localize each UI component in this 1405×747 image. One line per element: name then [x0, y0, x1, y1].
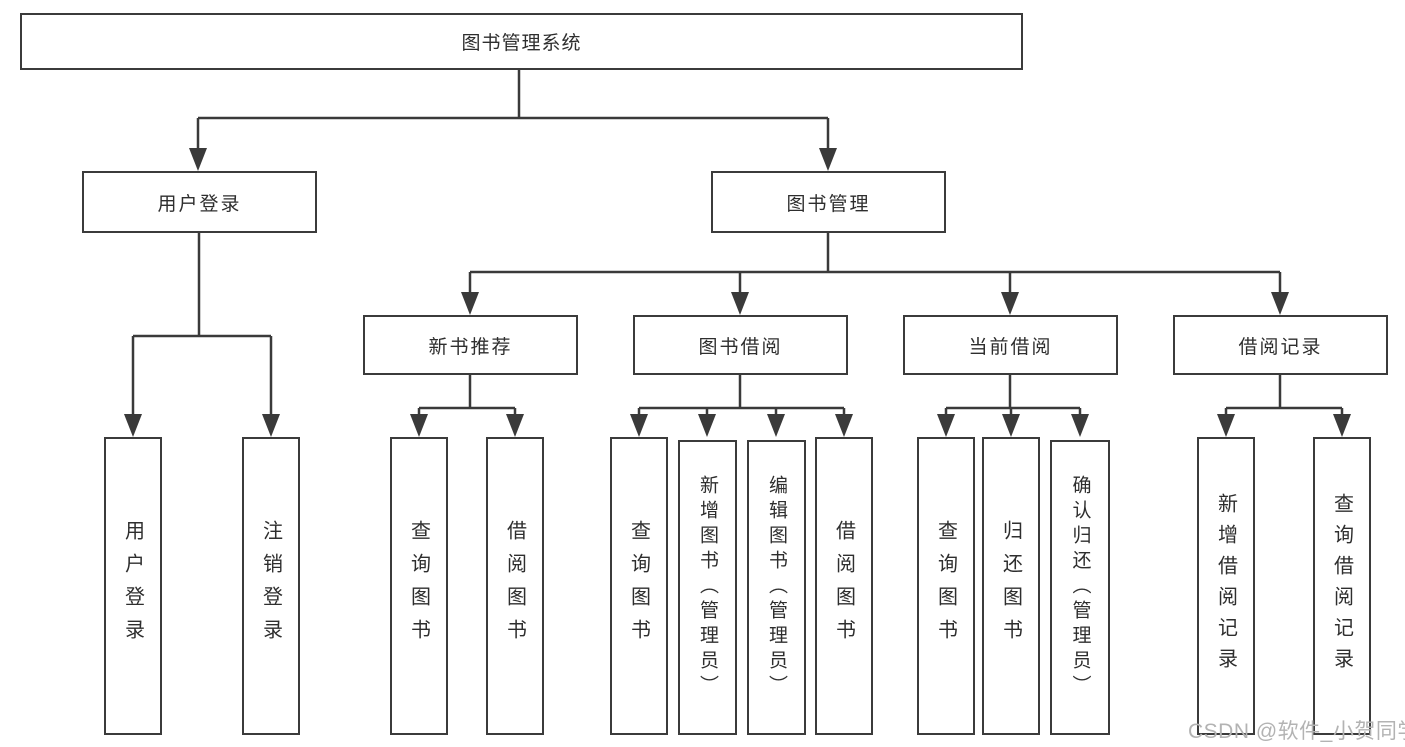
- edge-bookmgmt-to-level3: [468, 233, 1282, 296]
- node-current-borrow: 当前借阅: [903, 315, 1118, 375]
- leaf-label: 查询借阅记录: [1330, 493, 1353, 679]
- leaf-add-book-admin: 新增图书（管理员）: [678, 440, 737, 735]
- node-borrow-records: 借阅记录: [1173, 315, 1388, 375]
- edge-root-to-level2: [196, 69, 830, 152]
- leaf-query-book-borrow: 查询图书: [610, 437, 668, 735]
- node-book-borrow: 图书借阅: [633, 315, 848, 375]
- leaf-label: 编辑图书（管理员）: [766, 475, 787, 700]
- arrowhead: [731, 292, 749, 315]
- leaf-query-book-newbooks: 查询图书: [390, 437, 448, 735]
- leaf-label: 查询图书: [934, 520, 957, 652]
- leaf-confirm-return-admin: 确认归还（管理员）: [1050, 440, 1110, 735]
- leaf-label: 查询图书: [407, 520, 430, 652]
- leaf-label: 查询图书: [627, 520, 650, 652]
- arrowhead: [767, 414, 785, 437]
- leaf-edit-book-admin: 编辑图书（管理员）: [747, 440, 806, 735]
- arrowhead: [506, 414, 524, 437]
- arrowhead: [1071, 414, 1089, 437]
- leaf-add-borrow-record: 新增借阅记录: [1197, 437, 1255, 735]
- arrowhead: [1333, 414, 1351, 437]
- node-new-book-recommend: 新书推荐: [363, 315, 578, 375]
- arrowhead: [1217, 414, 1235, 437]
- leaf-borrow-book-newbooks: 借阅图书: [486, 437, 544, 735]
- arrowhead: [819, 148, 837, 171]
- edge-newbooks-to-leaves: [417, 375, 517, 418]
- leaf-borrow-book: 借阅图书: [815, 437, 873, 735]
- edge-bookborrow-to-leaves: [637, 375, 846, 418]
- edge-currentborrow-to-leaves: [944, 375, 1082, 418]
- leaf-label: 新增图书（管理员）: [697, 475, 718, 700]
- arrowhead: [630, 414, 648, 437]
- leaf-label: 新增借阅记录: [1214, 493, 1237, 679]
- node-root: 图书管理系统: [20, 13, 1023, 70]
- arrowhead: [1271, 292, 1289, 315]
- leaf-label: 注销登录: [259, 520, 282, 652]
- leaf-logout: 注销登录: [242, 437, 300, 735]
- arrowhead: [1001, 292, 1019, 315]
- leaf-label: 归还图书: [999, 520, 1022, 652]
- arrowhead: [937, 414, 955, 437]
- arrowhead: [124, 414, 142, 437]
- leaf-label: 借阅图书: [503, 520, 526, 652]
- arrowhead: [835, 414, 853, 437]
- leaf-return-book: 归还图书: [982, 437, 1040, 735]
- arrowhead: [189, 148, 207, 171]
- leaf-label: 确认归还（管理员）: [1069, 475, 1091, 700]
- leaf-user-login: 用户登录: [104, 437, 162, 735]
- arrowhead: [698, 414, 716, 437]
- edge-records-to-leaves: [1224, 375, 1344, 418]
- arrowhead: [1002, 414, 1020, 437]
- arrowhead: [461, 292, 479, 315]
- leaf-label: 用户登录: [121, 520, 144, 652]
- leaf-query-borrow-record: 查询借阅记录: [1313, 437, 1371, 735]
- edge-userlogin-to-leaves: [131, 233, 273, 418]
- leaf-query-book-current: 查询图书: [917, 437, 975, 735]
- leaf-label: 借阅图书: [832, 520, 855, 652]
- arrowhead: [410, 414, 428, 437]
- node-book-management: 图书管理: [711, 171, 946, 233]
- csdn-watermark: CSDN @软件_小贺同学: [1188, 720, 1405, 743]
- arrowhead: [262, 414, 280, 437]
- node-user-login: 用户登录: [82, 171, 317, 233]
